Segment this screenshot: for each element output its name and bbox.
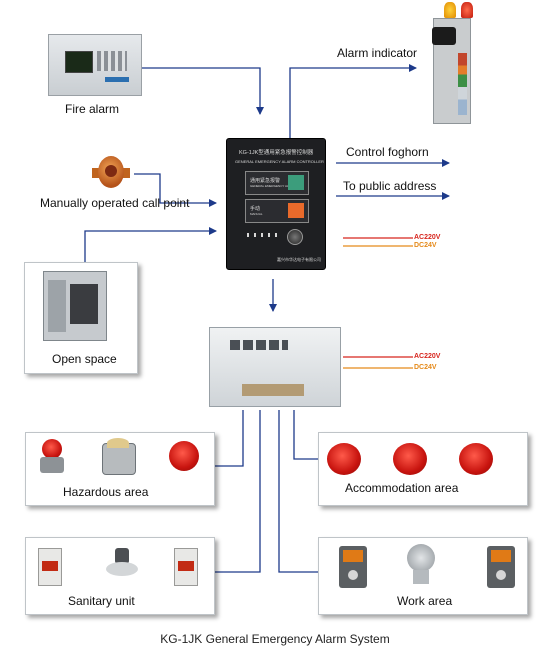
junction-terminals <box>242 384 304 396</box>
open-space-cabinet <box>43 271 107 341</box>
work-lamp-icon-2 <box>487 546 515 588</box>
wire-fire-alarm <box>140 67 264 115</box>
call-point-label: Manually operated call point <box>40 196 190 210</box>
panel-screen <box>65 51 93 73</box>
junction-box <box>209 327 341 407</box>
ex-lamp-icon <box>40 439 64 477</box>
hazardous-area-label: Hazardous area <box>63 485 149 499</box>
work-area-box: Work area <box>318 537 528 615</box>
wire-sanitary <box>213 410 261 573</box>
manual-button[interactable]: 手动 MANUAL <box>245 199 309 223</box>
alarm-indicator-label: Alarm indicator <box>337 46 418 60</box>
red-bell-icon <box>169 441 199 471</box>
public-address-label: To public address <box>343 179 437 193</box>
accommodation-area-label: Accommodation area <box>345 481 459 495</box>
beacon-icon <box>444 2 456 18</box>
ex-junction-icon <box>102 438 136 475</box>
controller-maker: 嘉兴市华达电子有限公司 <box>277 257 321 262</box>
alarm-indicator-tower <box>432 18 471 124</box>
red-bell-icon-2 <box>393 443 427 475</box>
fire-alarm-panel <box>48 34 142 96</box>
wall-lamp-icon-2 <box>174 548 198 586</box>
panel-keypad <box>97 51 127 71</box>
wire-accommodation <box>293 410 318 460</box>
sanitary-unit-label: Sanitary unit <box>68 594 135 608</box>
accommodation-area-box: Accommodation area <box>318 432 528 506</box>
hazardous-area-box: Hazardous area <box>25 432 215 506</box>
junction-label-plate <box>230 340 288 350</box>
control-foghorn-label: Control foghorn <box>346 145 429 159</box>
wire-work <box>278 410 318 573</box>
indicator-strip <box>458 53 467 115</box>
call-point-device <box>88 156 134 190</box>
wire-open-space <box>84 227 217 262</box>
alarm-controller: KG-1JK型通用紧急报警控制器 GENERAL EMERGENCY ALARM… <box>226 138 326 270</box>
work-lamp-icon <box>339 546 367 588</box>
general-alarm-button[interactable]: 通用紧急报警 GENERAL EMERGENCY ALARM <box>245 171 309 195</box>
ac-label-junction: AC220V <box>414 353 441 360</box>
work-area-label: Work area <box>397 594 453 608</box>
red-bell-icon-1 <box>327 443 361 475</box>
dc-label-controller: DC24V <box>414 242 437 249</box>
ceiling-speaker-icon <box>106 548 138 580</box>
manual-lamp-icon <box>288 203 304 218</box>
controller-model: KG-1JK型通用紧急报警控制器 <box>239 150 314 156</box>
speaker-icon <box>432 27 456 45</box>
general-alarm-lamp-icon <box>288 175 304 190</box>
controller-subtitle: GENERAL EMERGENCY ALARM CONTROLLER <box>235 159 324 164</box>
work-bell-icon <box>403 542 439 586</box>
dc-label-junction: DC24V <box>414 364 437 371</box>
diagram-caption: KG-1JK General Emergency Alarm System <box>160 632 390 646</box>
status-leds <box>247 233 277 237</box>
red-bell-icon-3 <box>459 443 493 475</box>
beacon-icon-2 <box>461 2 473 18</box>
wire-call-point <box>134 173 217 207</box>
ac-label-controller: AC220V <box>414 234 441 241</box>
sanitary-unit-box: Sanitary unit <box>25 537 215 615</box>
fire-alarm-label: Fire alarm <box>65 102 120 116</box>
panel-brand-bar <box>105 77 129 82</box>
wire-alarm-indicator <box>289 64 417 140</box>
volume-knob[interactable] <box>287 229 303 245</box>
open-space-label: Open space <box>52 352 117 366</box>
wire-hazardous <box>213 410 244 467</box>
open-space-box: Open space <box>24 262 138 374</box>
wall-lamp-icon <box>38 548 62 586</box>
